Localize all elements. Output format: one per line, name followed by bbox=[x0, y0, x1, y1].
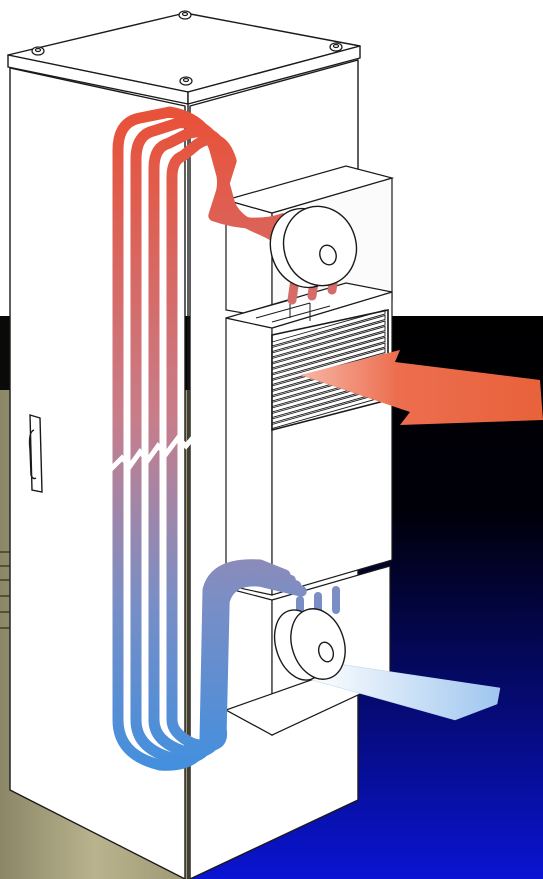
bolt-icon bbox=[179, 11, 191, 19]
core-front bbox=[226, 318, 272, 595]
bolt-icon bbox=[330, 43, 342, 51]
bolt-icon bbox=[32, 47, 44, 55]
door-handle-icon bbox=[30, 415, 43, 492]
bolt-icon bbox=[180, 77, 192, 85]
